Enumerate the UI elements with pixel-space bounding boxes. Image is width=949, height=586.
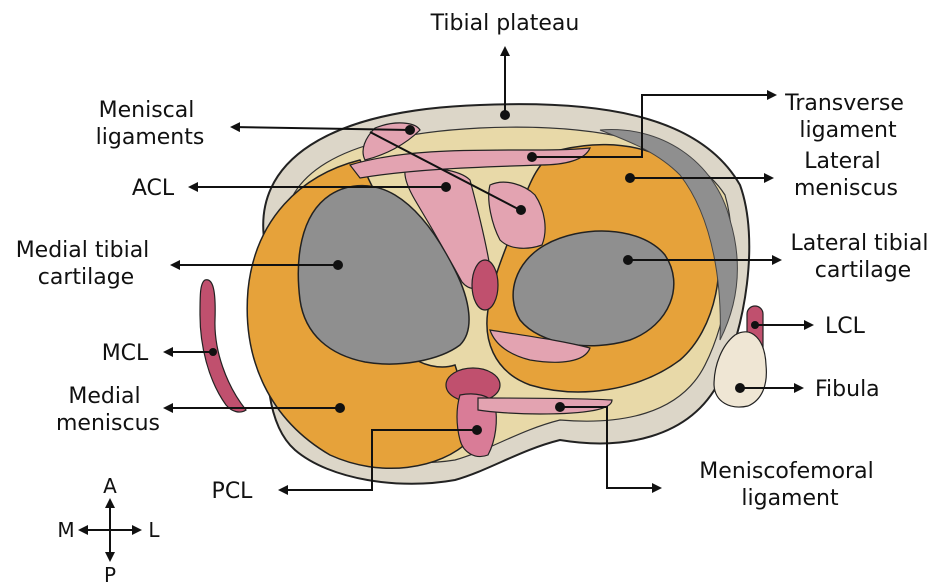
- label-lcl: LCL: [825, 314, 866, 339]
- label-medial-meniscus: Medial meniscus: [56, 384, 160, 436]
- acl-dot: [441, 182, 451, 192]
- label-acl: ACL: [132, 176, 175, 201]
- label-transverse-ligament: Transverse ligament: [784, 91, 911, 143]
- compass-medial: M: [57, 518, 74, 542]
- tibial-plateau-dot: [500, 110, 510, 120]
- label-meniscal-ligaments-line2: ligaments: [96, 125, 205, 150]
- label-tibial-plateau: Tibial plateau: [430, 11, 580, 36]
- lcl-dot: [751, 321, 759, 329]
- label-lateral-meniscus-line1: Lateral: [804, 149, 881, 174]
- label-medial-tibial-cartilage: Medial tibial cartilage: [16, 238, 157, 290]
- label-transverse-ligament-line1: Transverse: [784, 91, 904, 116]
- acl-attachment: [472, 260, 498, 310]
- meniscal-ligaments-dot-2: [516, 205, 526, 215]
- label-meniscofemoral-ligament: Meniscofemoral ligament: [699, 459, 880, 511]
- label-lateral-cartilage-line2: cartilage: [815, 258, 911, 283]
- mcl-dot: [209, 348, 217, 356]
- label-lateral-meniscus: Lateral meniscus: [794, 149, 898, 201]
- label-mcl: MCL: [102, 341, 149, 366]
- pcl-dot: [472, 425, 482, 435]
- label-medial-meniscus-line1: Medial: [68, 384, 140, 409]
- transverse-ligament-dot: [527, 152, 537, 162]
- compass-lateral: L: [148, 518, 160, 542]
- label-meniscal-ligaments-line1: Meniscal: [99, 98, 195, 123]
- label-meniscofemoral-line1: Meniscofemoral: [699, 459, 873, 484]
- lateral-meniscus-dot: [625, 173, 635, 183]
- label-medial-cartilage-line1: Medial tibial: [16, 238, 150, 263]
- label-transverse-ligament-line2: ligament: [799, 118, 897, 143]
- medial-meniscus-dot: [335, 403, 345, 413]
- lateral-cartilage-dot: [623, 255, 633, 265]
- label-medial-cartilage-line2: cartilage: [38, 265, 134, 290]
- label-pcl: PCL: [212, 479, 254, 504]
- mcl-shape: [200, 280, 246, 412]
- tibia-illustration: [200, 104, 766, 484]
- fibula-dot: [735, 383, 745, 393]
- compass-posterior: P: [104, 563, 116, 586]
- medial-cartilage-dot: [333, 260, 343, 270]
- label-medial-meniscus-line2: meniscus: [56, 411, 160, 436]
- label-lateral-tibial-cartilage: Lateral tibial cartilage: [791, 231, 936, 283]
- meniscal-ligaments-dot-1: [405, 125, 415, 135]
- label-lateral-cartilage-line1: Lateral tibial: [791, 231, 929, 256]
- orientation-compass: A P M L: [57, 474, 160, 586]
- meniscofemoral-dot: [555, 402, 565, 412]
- label-lateral-meniscus-line2: meniscus: [794, 176, 898, 201]
- label-meniscal-ligaments: Meniscal ligaments: [96, 98, 205, 150]
- label-fibula: Fibula: [815, 377, 880, 402]
- compass-anterior: A: [103, 474, 117, 498]
- label-meniscofemoral-line2: ligament: [741, 486, 839, 511]
